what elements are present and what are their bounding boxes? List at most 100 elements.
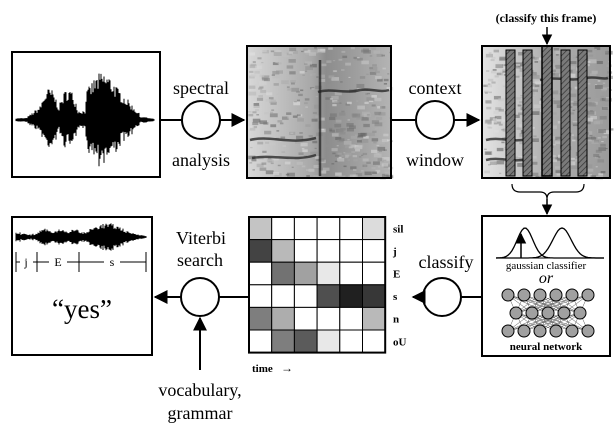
grid-cell [293,329,318,354]
analysis-label: analysis [172,150,230,170]
nn-node [557,306,571,320]
nn-node [581,288,595,302]
classify-frame-note: (classify this frame) [496,11,597,25]
spectral-label: spectral [173,78,229,98]
nn-node [549,324,563,338]
frame-brace [511,183,585,200]
grid-cell [316,329,341,354]
grid-cell [316,216,341,241]
grid-cell [339,261,363,286]
nn-node [565,288,579,302]
grid-cell [293,261,318,286]
phone-label: j [392,246,397,258]
grammar-label: grammar [168,403,233,423]
grid-cell [362,306,386,331]
segmented-waveform [15,223,147,251]
viterbi-label: Viterbi [176,228,226,248]
grid-cell [271,239,295,263]
grid-cell [362,329,386,354]
spectral-analysis-stage: spectral analysis [160,78,246,170]
processing-node [180,277,220,317]
spectrogram-texture [248,47,394,180]
phone-label: E [393,269,400,281]
gaussian-classifier-label: gaussian classifier [506,260,587,272]
processing-node [422,277,462,317]
nn-node [525,306,539,320]
grid-cell [362,284,386,308]
grid-cell [316,261,341,286]
phone-label: n [393,314,399,326]
nn-node [541,306,555,320]
grid-cell [293,239,318,263]
nn-node [533,288,547,302]
spectrogram-box [246,45,394,180]
nn-node [573,306,587,320]
vocabulary-label: vocabulary, [158,380,241,400]
recognition-result-box: j E s “yes” [11,216,153,356]
grid-cell [339,239,363,263]
phone-label: sil [393,223,403,235]
nn-node [509,306,523,320]
processing-node [415,100,455,140]
grid-cell [339,306,363,331]
segment-E: E [54,255,61,269]
grid-cell [362,239,386,263]
grid-cell [248,261,273,286]
classify-label: classify [419,252,474,272]
grid-cell [271,329,295,354]
context-window-stage: context window [391,78,481,170]
grid-cell [339,216,363,241]
grid-cell [293,306,318,331]
grid-cell [316,306,341,331]
time-axis-label: time [252,363,273,375]
grid-cell [316,239,341,263]
grid-cell [339,284,363,308]
classifier-box: gaussian classifier or neural network [481,215,611,357]
nn-node [501,324,515,338]
gaussian-curves [495,227,604,259]
nn-node [549,288,563,302]
grid-cells [248,216,387,354]
grid-cell [339,329,363,354]
grid-cell [271,284,295,308]
grid-cell [293,284,318,308]
viterbi-search-stage: Viterbi search vocabulary, grammar [153,228,249,423]
grid-cell [248,216,273,241]
grid-cell [293,216,318,241]
window-label: window [406,150,464,170]
grid-cell [248,306,273,331]
grid-cell [271,216,295,241]
search-label: search [177,250,223,270]
or-label: or [539,270,554,287]
nn-node [533,324,547,338]
neural-network-icon [501,288,595,338]
grid-cell [248,284,273,308]
phone-label: oU [393,336,407,348]
recognized-word: “yes” [52,294,112,324]
frame-bars [505,45,588,177]
phone-label: s [393,291,398,303]
time-arrow: → [281,361,293,375]
nn-node [517,324,531,338]
nn-node [565,324,579,338]
neural-network-label: neural network [510,341,583,353]
grid-cell [248,239,273,263]
waveform-box [11,51,161,178]
segment-s: s [110,255,115,269]
grid-cell [271,306,295,331]
context-label: context [409,78,462,98]
nn-node [517,288,531,302]
grid-cell [271,261,295,286]
nn-node [501,288,515,302]
context-frames-box: (classify this frame) [481,11,614,216]
classify-stage: classify [411,252,482,317]
segment-j: j [23,255,27,269]
grid-cell [362,216,386,241]
grid-cell [248,329,273,354]
grid-cell [316,284,341,308]
processing-node [181,100,221,140]
nn-node [581,324,595,338]
